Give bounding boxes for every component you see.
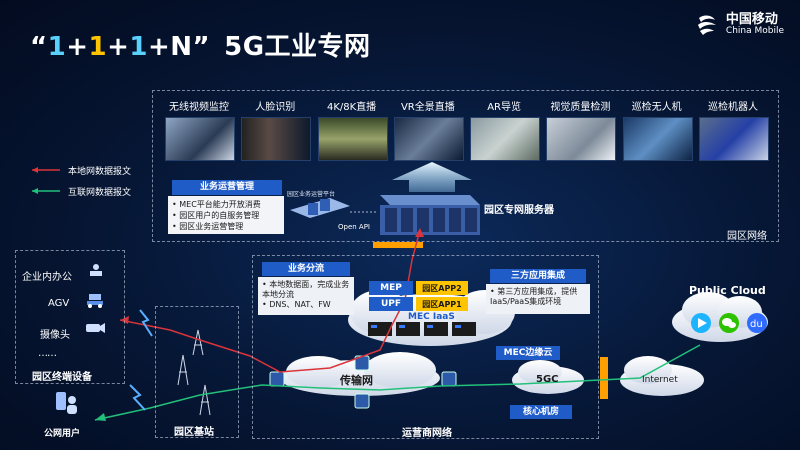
park-network-frame bbox=[152, 90, 779, 242]
page-title: “1+1+1+N”5G工业专网 bbox=[30, 32, 371, 62]
router-icon bbox=[269, 355, 457, 409]
public-cloud-label: Public Cloud bbox=[689, 284, 766, 297]
wireless-icon bbox=[139, 309, 153, 337]
terminals-frame bbox=[15, 250, 125, 384]
app-item[interactable]: VR全景直播 bbox=[393, 98, 464, 161]
base-station-icon bbox=[177, 329, 211, 416]
mec-server-rack bbox=[368, 322, 476, 336]
baidu-icon: du bbox=[747, 313, 767, 333]
internet-label: Internet bbox=[642, 375, 678, 385]
app-thumbnail bbox=[241, 117, 312, 161]
park-network-label: 园区网络 bbox=[727, 231, 767, 242]
terminal-office: 企业内办公 bbox=[22, 272, 72, 283]
park-server-icon bbox=[380, 195, 480, 235]
terminal-agv: AGV bbox=[48, 298, 70, 309]
app-thumbnail bbox=[546, 117, 617, 161]
svg-text:du: du bbox=[750, 319, 763, 330]
app-thumbnail bbox=[317, 117, 388, 161]
ops-platform-icon bbox=[290, 198, 350, 218]
core-room-label: 核心机房 bbox=[510, 405, 572, 419]
biz-item: • 园区用户的自服务管理 bbox=[172, 211, 260, 220]
wireless-icon bbox=[129, 384, 146, 411]
app-item[interactable]: AR导览 bbox=[470, 98, 541, 161]
app-item[interactable]: 视觉质量检测 bbox=[546, 98, 617, 161]
carrier-label: 运营商网络 bbox=[402, 428, 452, 439]
internet-traffic-line bbox=[94, 344, 701, 421]
office-icon bbox=[88, 262, 104, 278]
app-item[interactable]: 巡检机器人 bbox=[698, 98, 769, 161]
mec-iaas: MEC IaaS bbox=[408, 312, 455, 322]
app-thumbnail bbox=[622, 117, 693, 161]
base-station-frame bbox=[155, 306, 239, 438]
public-cloud-icons: du bbox=[690, 312, 774, 334]
mec-upf: UPF bbox=[369, 297, 413, 311]
video-app-icon bbox=[691, 313, 711, 333]
biz-item: • 园区业务运营管理 bbox=[172, 222, 244, 231]
terminal-more: …… bbox=[38, 348, 57, 359]
park-server-label: 园区专网服务器 bbox=[484, 205, 554, 216]
mec-edge-label: MEC边缘云 bbox=[496, 346, 560, 360]
app-item[interactable]: 4K/8K直播 bbox=[317, 98, 388, 161]
brand-en: China Mobile bbox=[725, 26, 784, 37]
china-mobile-icon bbox=[697, 15, 716, 35]
open-api-label: Open API bbox=[338, 223, 370, 231]
agv-icon bbox=[86, 291, 104, 309]
china-mobile-logo: 中国移动 China Mobile bbox=[694, 12, 784, 38]
app-item[interactable]: 巡检无人机 bbox=[622, 98, 693, 161]
mec-mep: MEP bbox=[369, 281, 413, 295]
park-firewall bbox=[373, 242, 423, 248]
app-list: 无线视频监控 人脸识别 4K/8K直播 VR全景直播 AR导览 视觉质量检测 巡… bbox=[165, 98, 769, 161]
ops-platform-label: 园区业务运营平台 bbox=[287, 191, 336, 198]
camera-icon bbox=[84, 320, 106, 336]
app-thumbnail bbox=[165, 117, 235, 161]
offload-box: • 本地数据面，完成业务本地分流 • DNS、NAT、FW bbox=[258, 277, 354, 315]
mec-app1: 园区APP1 bbox=[416, 297, 468, 311]
legend-local: 本地网数据报文 bbox=[68, 167, 132, 177]
5gc-label: 5GC bbox=[536, 374, 559, 385]
base-station-label: 园区基站 bbox=[174, 427, 214, 438]
offload-item: • 本地数据面，完成业务本地分流 bbox=[262, 280, 350, 299]
offload-title: 业务分流 bbox=[262, 262, 350, 276]
firewall-icon bbox=[600, 357, 608, 399]
terminal-camera: 摄像头 bbox=[40, 330, 70, 341]
terminals-title: 园区终端设备 bbox=[32, 372, 92, 383]
carrier-frame bbox=[252, 255, 599, 439]
offload-item: • DNS、NAT、FW bbox=[262, 300, 331, 309]
app-item[interactable]: 人脸识别 bbox=[241, 98, 312, 161]
biz-mgmt-title: 业务运营管理 bbox=[172, 180, 282, 195]
public-user-icon bbox=[52, 392, 80, 416]
mec-app2: 园区APP2 bbox=[416, 281, 468, 295]
third-party-item: • 第三方应用集成，提供IaaS/PaaS集成环境 bbox=[490, 287, 578, 306]
public-user-label: 公网用户 bbox=[44, 429, 81, 439]
transport-label: 传输网 bbox=[340, 374, 373, 387]
third-party-box: • 第三方应用集成，提供IaaS/PaaS集成环境 bbox=[486, 284, 590, 314]
app-item[interactable]: 无线视频监控 bbox=[165, 98, 235, 161]
biz-item: • MEC平台能力开放消费 bbox=[172, 200, 261, 209]
app-thumbnail bbox=[393, 117, 464, 161]
brand-cn: 中国移动 bbox=[725, 11, 778, 27]
wechat-icon bbox=[719, 313, 739, 333]
app-thumbnail bbox=[698, 117, 769, 161]
app-thumbnail bbox=[470, 117, 541, 161]
up-arrow-icon bbox=[392, 162, 472, 192]
third-party-title: 三方应用集成 bbox=[490, 269, 586, 283]
legend-internet: 互联网数据报文 bbox=[68, 188, 132, 198]
biz-mgmt-box: • MEC平台能力开放消费 • 园区用户的自服务管理 • 园区业务运营管理 bbox=[168, 196, 284, 234]
